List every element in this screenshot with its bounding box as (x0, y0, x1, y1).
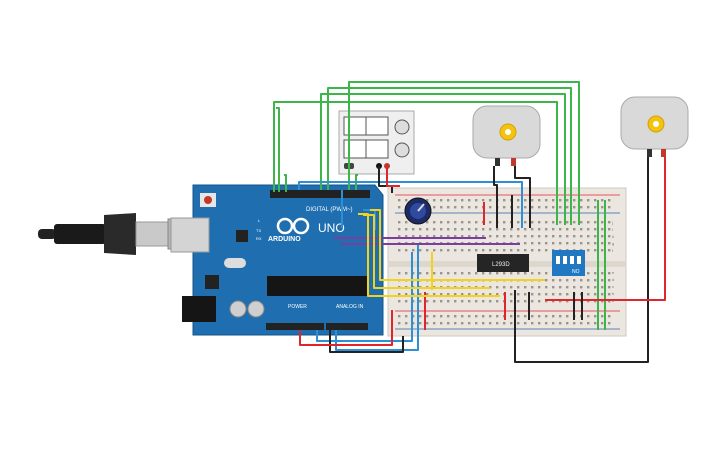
crystal (224, 258, 246, 268)
bb-row-letter: j (611, 220, 613, 225)
bb-row-letter: d (612, 277, 614, 282)
capacitor (247, 300, 265, 318)
bb-row-letter: h (612, 234, 614, 239)
ic-label: L293D (492, 262, 510, 268)
arduino-logo-icon (276, 217, 310, 235)
l293d-ic: L293D (477, 254, 529, 272)
voltage-knob[interactable] (394, 119, 410, 135)
bb-row-letter: c (612, 284, 614, 289)
digital-header-label: DIGITAL (PWM~) (306, 207, 353, 213)
usb-chip (236, 230, 248, 242)
analog-header-label: ANALOG IN (336, 304, 364, 310)
arduino-board: DIGITAL (PWM~) ARDUINO UNO POWER ANALOG … (170, 184, 384, 336)
dc-motor-1 (472, 105, 541, 166)
potentiometer[interactable] (404, 197, 432, 225)
arduino-logo-text: ARDUINO (268, 236, 301, 243)
capacitor (229, 300, 247, 318)
dip-switch-label: NO (572, 269, 580, 275)
power-header (266, 323, 324, 330)
usb-port (170, 217, 210, 253)
dc-motor-2 (620, 96, 689, 157)
bb-row-letter: e (612, 270, 615, 275)
wires (273, 81, 666, 363)
arduino-model: UNO (318, 221, 345, 235)
digital-header (270, 190, 370, 198)
bb-row-letter: f (612, 248, 614, 253)
bb-row-letter: b (612, 291, 615, 296)
power-header-label: POWER (288, 304, 307, 310)
bb-row-letter: i (612, 227, 613, 232)
dip-switch[interactable]: NO (552, 250, 585, 276)
analog-header (326, 323, 368, 330)
atmega-chip (267, 276, 369, 296)
power-jack (182, 296, 216, 322)
power-supply (338, 110, 415, 175)
bb-row-letter: a (612, 298, 615, 303)
led-label-l: L (258, 218, 261, 223)
bb-row-letter: g (612, 241, 614, 246)
led-label-rx: RX (256, 236, 262, 241)
led-label-tx: TX (256, 228, 261, 233)
current-knob[interactable] (394, 142, 410, 158)
